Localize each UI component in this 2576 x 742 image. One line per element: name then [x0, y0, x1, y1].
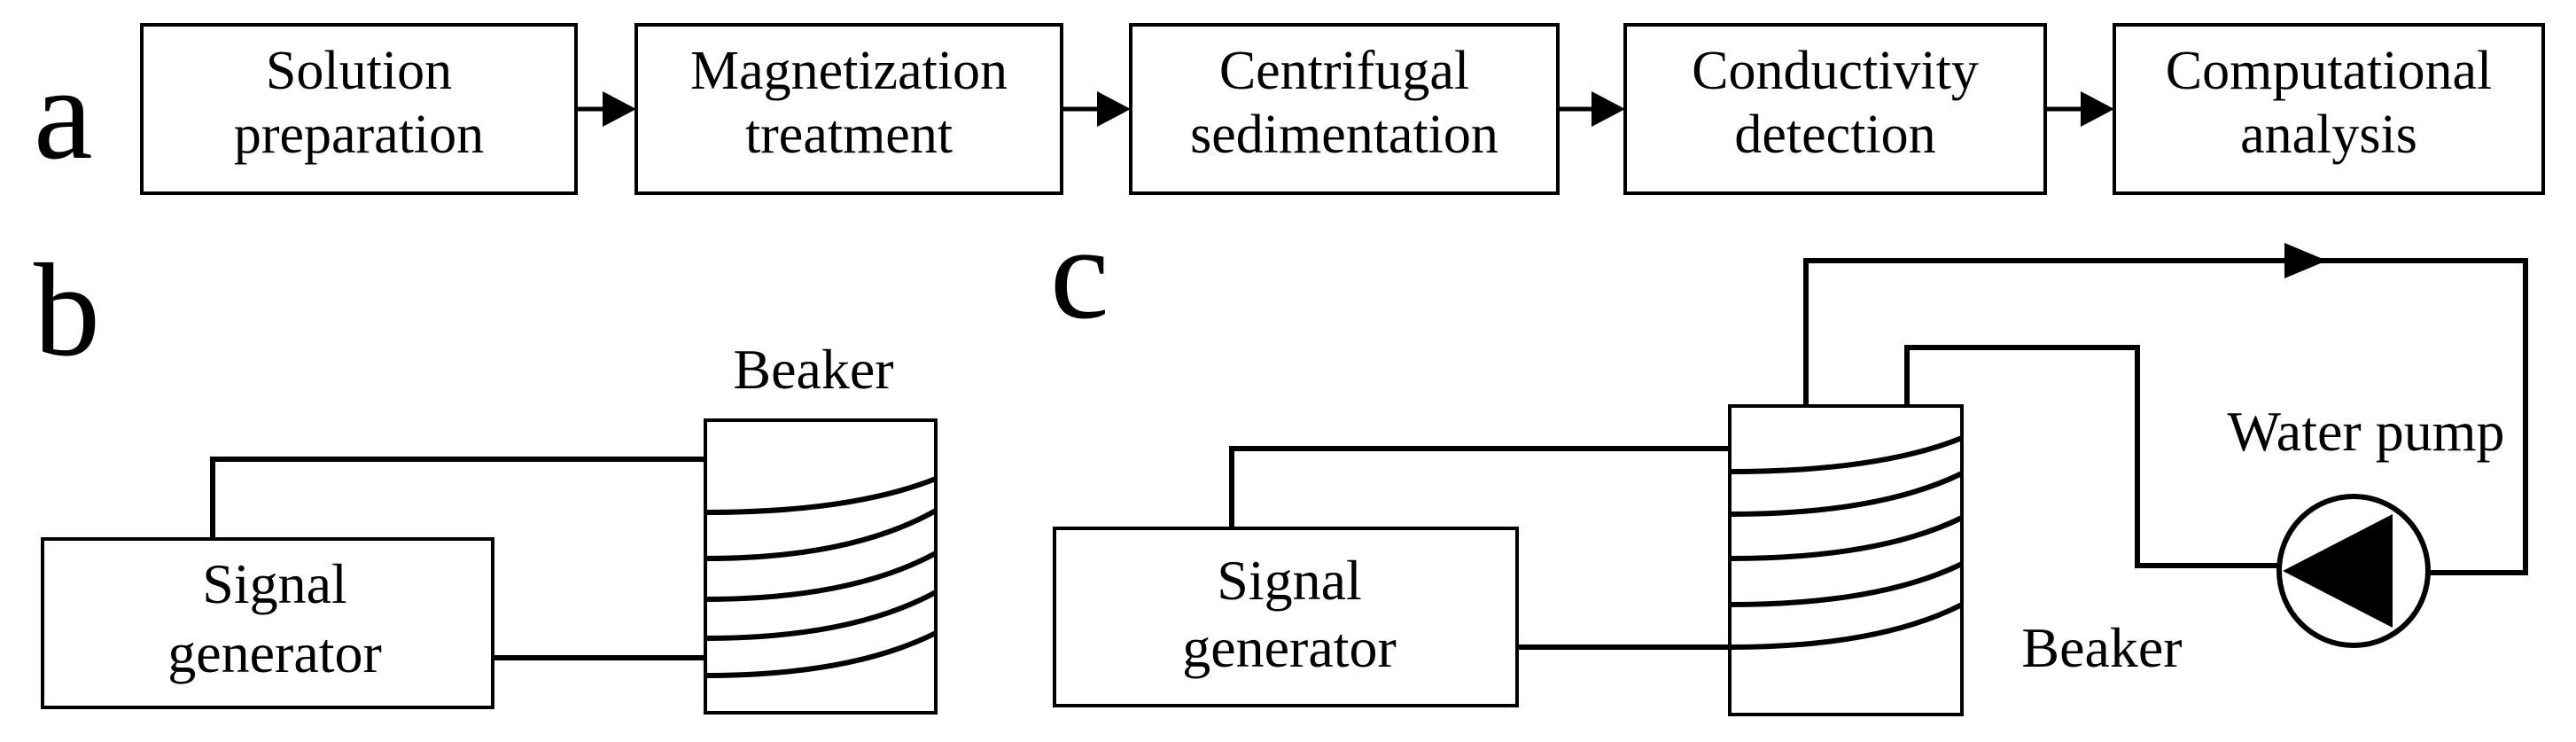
flow-step-4: Conductivity detection	[1623, 23, 2047, 195]
panel-c-generator-box	[1053, 527, 1519, 707]
arrow-right-icon	[1592, 91, 1625, 127]
flow-step-1-box	[140, 23, 578, 195]
flow-step-2-line2: treatment	[745, 105, 953, 165]
flow-step-2-line1: Magnetization	[690, 41, 1008, 101]
panel-b-generator-box	[41, 537, 494, 709]
flow-step-4-line2: detection	[1734, 105, 1935, 165]
panel-b-wire-top	[210, 457, 705, 541]
flow-step-3-line1: Centrifugal	[1219, 41, 1469, 101]
panel-b-beaker-label: Beaker	[733, 338, 893, 401]
panel-c-signal-generator: Signal generator	[1053, 527, 1519, 707]
arrow-right-icon	[2081, 91, 2114, 127]
flow-step-4-line1: Conductivity	[1692, 41, 1979, 101]
water-pump-icon	[2276, 494, 2431, 648]
panel-c-generator-line2: generator	[1182, 616, 1397, 679]
panel-c-pump-label: Water pump	[2228, 400, 2505, 463]
panel-b-letter: b	[34, 237, 100, 384]
flow-step-1: Solution preparation	[140, 23, 578, 195]
panel-c-beaker-label: Beaker	[2021, 616, 2182, 679]
coil-icon	[1729, 435, 1964, 650]
flow-arrow-4	[2047, 91, 2114, 127]
coil-icon	[704, 476, 938, 678]
panel-c-pipe-outlet	[1803, 258, 2528, 575]
panel-b-generator-line2: generator	[167, 621, 382, 684]
flow-step-5-box	[2113, 23, 2545, 195]
flow-step-3-box	[1129, 23, 1560, 195]
panel-c-beaker	[1728, 404, 1964, 716]
panel-b-beaker-box	[704, 418, 938, 715]
panel-b-signal-generator: Signal generator	[41, 537, 494, 709]
panel-b-beaker	[704, 418, 938, 715]
flow-step-5-line1: Computational	[2166, 41, 2493, 101]
flow-step-5-line2: analysis	[2240, 105, 2417, 165]
flow-arrow-1	[578, 91, 636, 127]
panel-c-wire-top	[1229, 446, 1730, 530]
flow-arrow-2	[1063, 91, 1131, 127]
flow-step-2: Magnetization treatment	[634, 23, 1063, 195]
panel-c-generator-line1: Signal	[1217, 549, 1362, 612]
arrow-right-icon	[603, 91, 636, 127]
panel-a-letter: a	[34, 40, 93, 187]
flow-step-2-box	[634, 23, 1063, 195]
pump-triangle	[2283, 514, 2393, 628]
panel-c-letter: c	[1050, 199, 1109, 347]
flow-step-4-box	[1623, 23, 2047, 195]
flow-step-1-line2: preparation	[234, 105, 484, 165]
flow-step-3: Centrifugal sedimentation	[1129, 23, 1560, 195]
flow-step-5: Computational analysis	[2113, 23, 2545, 195]
panel-b-generator-line1: Signal	[202, 552, 347, 615]
flow-step-3-line2: sedimentation	[1190, 105, 1498, 165]
arrow-right-icon	[1097, 91, 1131, 127]
flow-step-1-line1: Solution	[266, 41, 452, 101]
arrow-right-icon	[2284, 243, 2327, 278]
panel-c-pipe-inlet	[1904, 345, 2279, 568]
flow-arrow-3	[1560, 91, 1625, 127]
